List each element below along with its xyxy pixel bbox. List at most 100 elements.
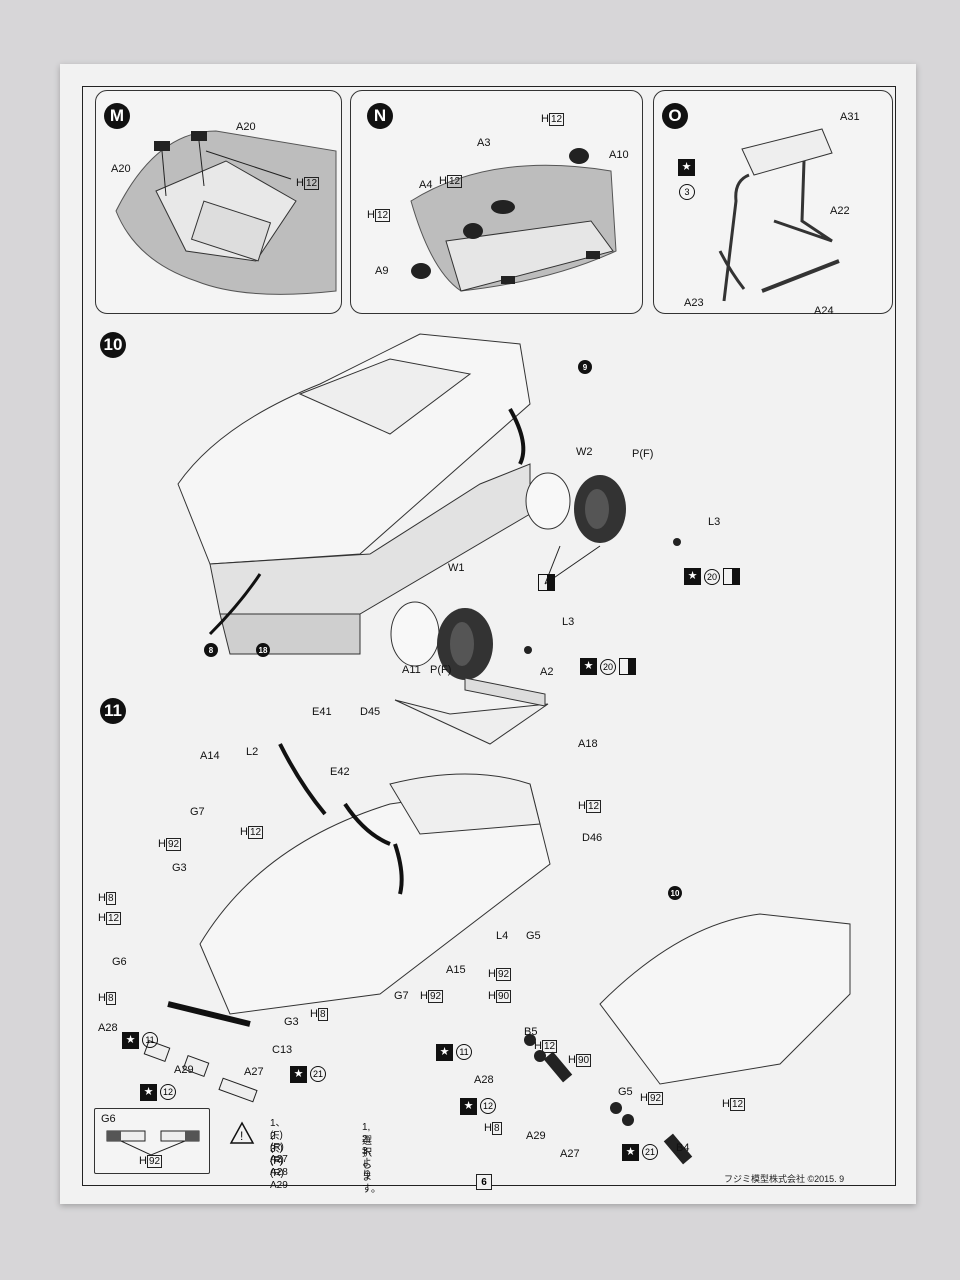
label-l4: L4	[496, 930, 509, 942]
label-a28-right: A28	[474, 1074, 494, 1086]
ref-10: 10	[668, 886, 682, 900]
star-icon: ★	[678, 159, 695, 176]
star-icon: ★	[122, 1032, 139, 1049]
halfblack-icon	[619, 658, 636, 675]
label-a23: A23	[684, 297, 704, 309]
label-a24: A24	[814, 305, 834, 317]
label-a4: A4	[419, 179, 433, 191]
label-g3-bottom: G3	[284, 1016, 299, 1028]
label-a15: A15	[446, 964, 466, 976]
step-badge-11: 11	[100, 698, 126, 724]
label-g7-top: G7	[190, 806, 205, 818]
star-icon: ★	[622, 1144, 639, 1161]
label-a10: A10	[609, 149, 629, 161]
step-badge-m: M	[104, 103, 130, 129]
label-a20-right: A20	[236, 121, 256, 133]
spec-ref-20a: ★ 20	[684, 568, 740, 585]
label-g7-bottom: G7	[394, 990, 409, 1002]
panel-o-illustration	[718, 128, 840, 302]
label-a2: A2	[540, 666, 554, 678]
label-l3-bottom: L3	[562, 616, 575, 628]
caution-line-3: 3、(F) (R) A29	[270, 1144, 288, 1191]
label-w1: W1	[448, 562, 465, 574]
warning-icon: !	[229, 1121, 255, 1144]
svg-text:!: !	[240, 1129, 243, 1143]
label-e41: E41	[312, 706, 332, 718]
inset-label-g6: G6	[101, 1113, 116, 1125]
caution-line-1: 1、(F) (R) A27	[270, 1118, 288, 1165]
label-pf-10: P(F)	[632, 448, 654, 460]
label-l3-top: L3	[708, 516, 721, 528]
spec-ref-20b: ★ 20	[580, 658, 636, 675]
label-a22: A22	[830, 205, 850, 217]
halfblack-icon	[538, 574, 555, 591]
label-a9: A9	[375, 265, 389, 277]
step11-front-assembly	[143, 677, 851, 1165]
panel-o: O A31 ★ 3 A22 A23 A24	[653, 90, 893, 317]
label-a11: A11	[402, 664, 421, 676]
page-number: 6	[476, 1174, 492, 1190]
label-a31: A31	[840, 111, 860, 123]
label-a27-right: A27	[560, 1148, 580, 1160]
label-d46: D46	[582, 832, 603, 844]
label-a20-left: A20	[111, 163, 131, 175]
label-a29-left: A29	[174, 1064, 194, 1076]
star-icon: ★	[684, 568, 701, 585]
step-badge-o: O	[662, 103, 688, 129]
label-g5-bottom: G5	[618, 1086, 633, 1098]
ref-3: 3	[679, 184, 695, 200]
label-a29-right: A29	[526, 1130, 546, 1142]
label-g5-top: G5	[526, 930, 541, 942]
label-a3: A3	[477, 137, 491, 149]
star-icon: ★	[580, 658, 597, 675]
label-e42: E42	[330, 766, 350, 778]
label-pf-11: P(F)	[430, 664, 452, 676]
label-a14: A14	[200, 750, 220, 762]
star-icon: ★	[436, 1044, 453, 1061]
label-b4: B4	[676, 1142, 690, 1154]
spec-ref-12-right: ★ 12	[460, 1098, 496, 1115]
halfblack-icon	[723, 568, 740, 585]
ref-18: 18	[256, 643, 270, 657]
label-g6: G6	[112, 956, 127, 968]
copyright: フジミ模型株式会社 ©2015. 9	[724, 1174, 845, 1184]
spec-ref-11-left: ★ 11	[122, 1032, 158, 1049]
step10-car-assembly	[177, 333, 681, 680]
spec-ref-11-right: ★ 11	[436, 1044, 472, 1061]
spec-ref-21-left: ★ 21	[290, 1066, 326, 1083]
caution-note-2: 選択します。	[362, 1136, 381, 1195]
panel-m-illustration	[115, 130, 337, 295]
label-w2: W2	[576, 446, 593, 458]
panel-n-illustration	[410, 148, 617, 292]
ref-9: 9	[578, 360, 592, 374]
label-a18: A18	[578, 738, 598, 750]
star-icon: ★	[460, 1098, 477, 1115]
label-d45: D45	[360, 706, 381, 718]
spec-ref-12-left: ★ 12	[140, 1084, 176, 1101]
star-icon: ★	[290, 1066, 307, 1083]
caution-note-1: 1, 2, 3、より	[362, 1122, 378, 1181]
